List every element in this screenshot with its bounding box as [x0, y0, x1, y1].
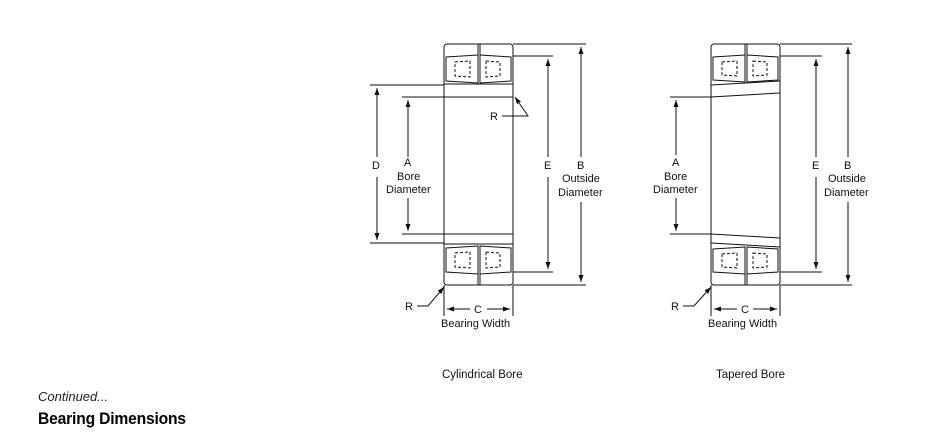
bearing-width-label: Bearing Width — [441, 318, 510, 330]
tapered-bore-label-line2: Diameter — [653, 184, 698, 196]
bore-label-line2: Diameter — [386, 184, 431, 196]
bore-label-line1: Bore — [397, 171, 420, 183]
outside-label-line2: Diameter — [558, 187, 603, 199]
radius-label-top: R — [490, 111, 498, 123]
tapered-top-rollers — [710, 44, 781, 86]
tapered-bore-caption: Tapered Bore — [716, 369, 785, 381]
continued-note: Continued... — [38, 389, 109, 404]
tapered-dim-a-label: A — [672, 157, 680, 169]
radius-label-bottom: R — [405, 301, 413, 313]
cylindrical-bore-caption: Cylindrical Bore — [442, 369, 523, 381]
tapered-bearing-width-label: Bearing Width — [708, 318, 777, 330]
dim-d-label: D — [372, 160, 380, 172]
tapered-bore-diagram — [670, 43, 852, 316]
dim-b-label: B — [577, 160, 584, 172]
tapered-dim-e-label: E — [812, 160, 819, 172]
section-heading: Bearing Dimensions — [38, 409, 186, 428]
dim-a-label: A — [404, 157, 412, 169]
dim-e-label: E — [544, 160, 551, 172]
cylindrical-top-rollers — [444, 44, 513, 85]
tapered-bottom-rollers — [710, 242, 781, 285]
tapered-bore-label-line1: Bore — [664, 171, 687, 183]
cylindrical-bore-diagram — [370, 43, 586, 316]
outside-label-line1: Outside — [562, 173, 600, 185]
tapered-dim-b-label: B — [844, 160, 851, 172]
dim-c-label: C — [474, 304, 482, 316]
cylindrical-bottom-rollers — [444, 243, 513, 285]
tapered-outside-label-line1: Outside — [828, 173, 866, 185]
tapered-dim-c-label: C — [741, 304, 749, 316]
tapered-outside-label-line2: Diameter — [824, 187, 869, 199]
tapered-radius-label: R — [671, 301, 679, 313]
